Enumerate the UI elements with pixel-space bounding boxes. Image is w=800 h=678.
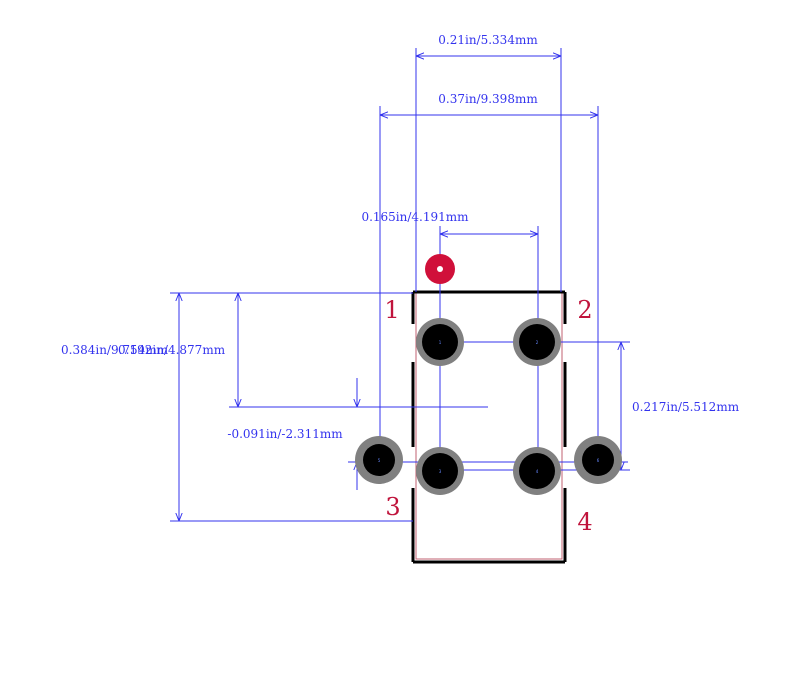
dim-top-width: 0.21in/5.334mm <box>438 33 538 47</box>
pad-2: 2 <box>513 318 561 366</box>
pad-1-label: 1 <box>439 340 442 345</box>
dim-pin-pitch: 0.165in/4.191mm <box>361 210 469 224</box>
pin-label-2: 2 <box>577 296 592 324</box>
pad-4: 4 <box>513 447 561 495</box>
dim-overall-height: 0.384in/9.754mm <box>61 343 169 357</box>
pad-5-label: 5 <box>378 458 381 463</box>
pin-label-4: 4 <box>577 508 592 536</box>
pad-2-label: 2 <box>536 340 539 345</box>
dim-offset: -0.091in/-2.311mm <box>227 427 343 441</box>
dim-row-spacing: 0.217in/5.512mm <box>632 400 740 414</box>
silkscreen-outline <box>411 290 567 564</box>
dim-overall-width: 0.37in/9.398mm <box>438 92 538 106</box>
pin-label-3: 3 <box>385 493 400 521</box>
dim-height-overlap: 0.192in/4.877mm <box>118 343 226 357</box>
pin1-marker <box>425 254 455 284</box>
pad-4-label: 4 <box>536 469 539 474</box>
pad-6-label: 6 <box>597 458 600 463</box>
pad-5: 5 <box>355 436 403 484</box>
pad-1: 1 <box>416 318 464 366</box>
pad-6: 6 <box>574 436 622 484</box>
pad-3-label: 3 <box>439 469 442 474</box>
pad-3: 3 <box>416 447 464 495</box>
dimension-lines <box>170 48 630 522</box>
pin-label-1: 1 <box>384 296 399 324</box>
